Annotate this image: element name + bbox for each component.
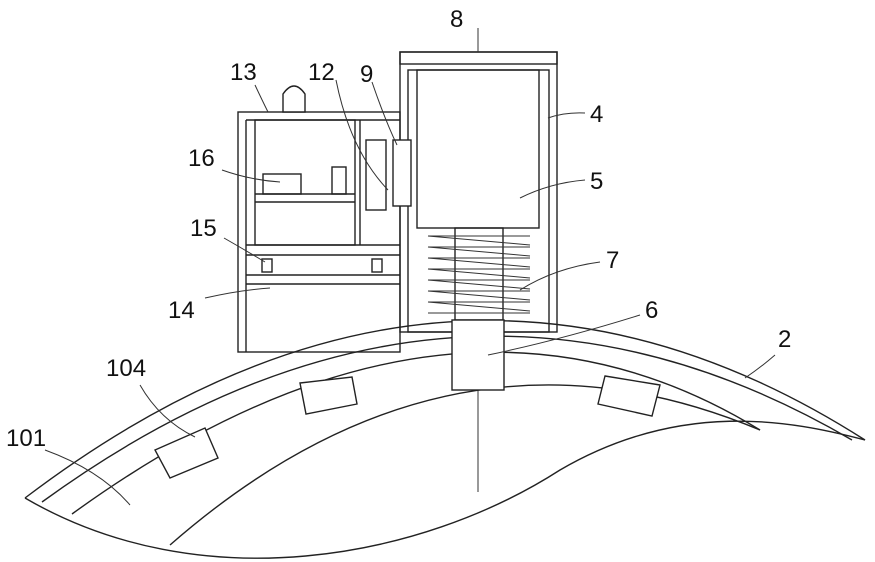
curved-base bbox=[25, 321, 865, 559]
component-a bbox=[263, 174, 301, 194]
piston-rod bbox=[452, 320, 504, 390]
left-housing-frame bbox=[238, 112, 400, 352]
base-inner-arc-3 bbox=[170, 385, 760, 545]
top-cap bbox=[400, 52, 557, 64]
housing-inner bbox=[408, 70, 549, 332]
label-12: 12 bbox=[308, 59, 335, 86]
label-7: 7 bbox=[606, 247, 619, 274]
cylinder-housing bbox=[393, 52, 557, 390]
guide-rail bbox=[366, 140, 386, 210]
left-housing bbox=[238, 86, 400, 352]
part-labels: 8 13 12 9 4 16 5 15 7 14 6 2 104 101 bbox=[6, 6, 791, 452]
top-lamp bbox=[283, 86, 305, 112]
label-9: 9 bbox=[360, 61, 373, 88]
base-inner-arc-2 bbox=[72, 352, 760, 514]
leader-lines bbox=[45, 28, 775, 505]
label-101: 101 bbox=[6, 425, 46, 452]
label-2: 2 bbox=[778, 326, 791, 353]
pad-left-1 bbox=[155, 428, 218, 478]
motor-block bbox=[417, 70, 539, 228]
pad-left-2 bbox=[300, 377, 357, 414]
bolt-right bbox=[372, 259, 382, 272]
label-6: 6 bbox=[645, 297, 658, 324]
label-14: 14 bbox=[168, 297, 195, 324]
component-b bbox=[332, 167, 346, 194]
base-outer-arc bbox=[25, 321, 865, 498]
label-4: 4 bbox=[590, 101, 603, 128]
inner-shelf bbox=[255, 120, 355, 245]
base-bottom-wave bbox=[25, 421, 865, 558]
label-5: 5 bbox=[590, 168, 603, 195]
pad-right-1 bbox=[598, 376, 660, 416]
base-pads bbox=[155, 376, 660, 478]
label-16: 16 bbox=[188, 145, 215, 172]
label-8: 8 bbox=[450, 6, 463, 33]
label-15: 15 bbox=[190, 215, 217, 242]
label-13: 13 bbox=[230, 59, 257, 86]
label-104: 104 bbox=[106, 355, 146, 382]
spring-coils bbox=[428, 236, 530, 313]
bracket bbox=[393, 140, 411, 206]
